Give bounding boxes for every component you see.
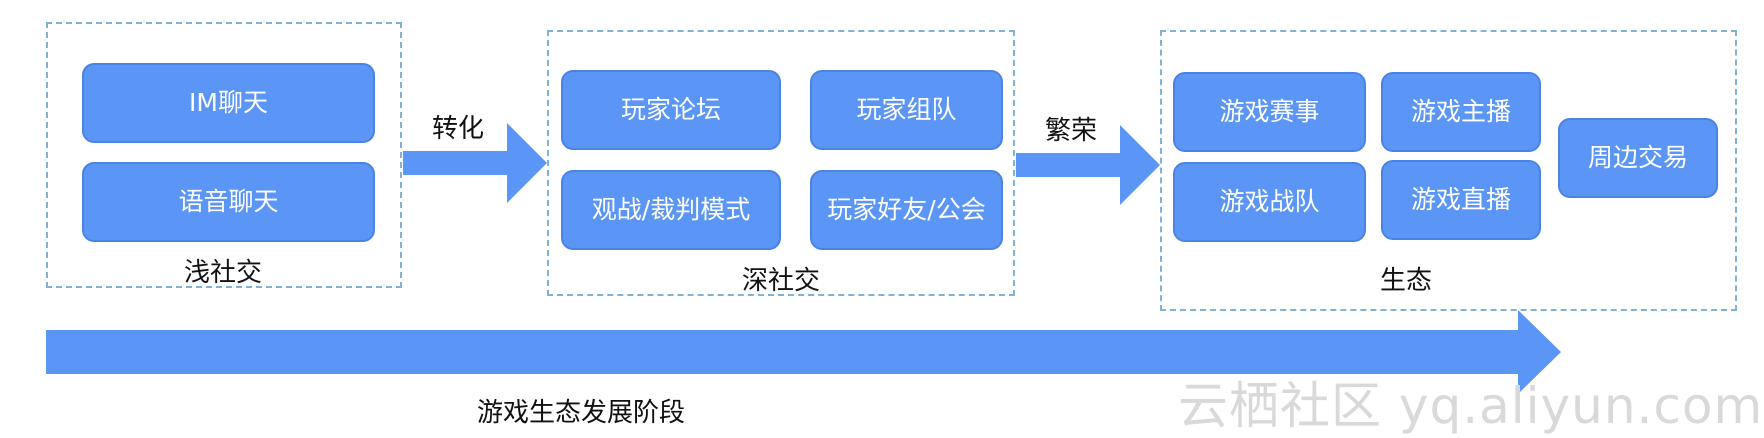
stage-ecosystem-group — [1160, 30, 1737, 311]
timeline-label: 游戏生态发展阶段 — [477, 398, 686, 428]
stage-shallow-social-group — [46, 22, 402, 288]
transition-arrow-1 — [403, 123, 547, 203]
box-player-team: 玩家组队 — [810, 70, 1003, 150]
box-merch-trade: 周边交易 — [1558, 118, 1718, 198]
stage-deep-social-group — [547, 30, 1015, 296]
stage-deep-social-title: 深社交 — [742, 266, 821, 296]
transition-label-convert: 转化 — [432, 114, 485, 144]
box-game-streamer: 游戏主播 — [1381, 72, 1541, 152]
transition-arrow-2 — [1016, 125, 1160, 205]
stage-ecosystem-title: 生态 — [1380, 266, 1433, 296]
box-game-tournament: 游戏赛事 — [1173, 72, 1366, 152]
box-im-chat: IM聊天 — [82, 63, 375, 143]
box-player-friends-guild: 玩家好友/公会 — [810, 170, 1003, 250]
box-voice-chat: 语音聊天 — [82, 162, 375, 242]
watermark: 云栖社区 yq.aliyun.com — [1178, 377, 1764, 435]
stage-shallow-social-title: 浅社交 — [184, 258, 263, 288]
box-spectate-referee-mode: 观战/裁判模式 — [561, 170, 781, 250]
box-game-team: 游戏战队 — [1173, 162, 1366, 242]
transition-label-prosper: 繁荣 — [1045, 116, 1098, 146]
box-player-forum: 玩家论坛 — [561, 70, 781, 150]
box-game-live: 游戏直播 — [1381, 160, 1541, 240]
timeline-arrow — [46, 310, 1561, 394]
